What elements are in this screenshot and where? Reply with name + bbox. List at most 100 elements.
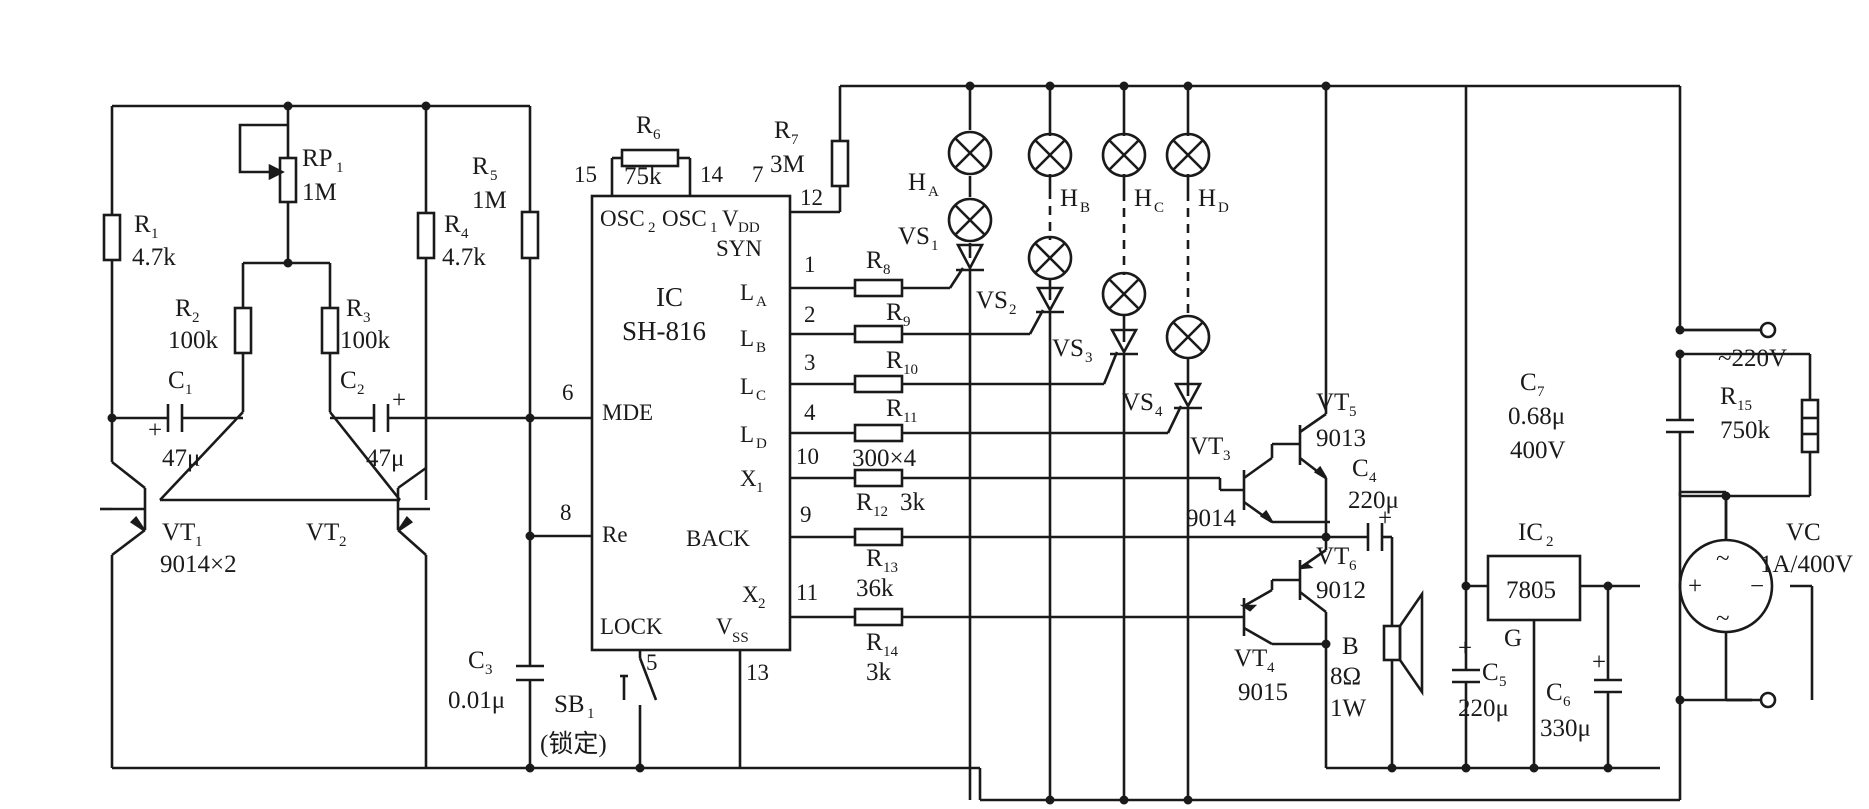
- resistor-r13: R 13 36k: [853, 527, 904, 602]
- svg-text:1: 1: [185, 382, 193, 398]
- svg-text:C: C: [468, 647, 485, 674]
- svg-text:IC: IC: [1518, 519, 1543, 546]
- resistor-r4: R 4 4.7k: [416, 211, 486, 271]
- pin-x1-label: X: [740, 466, 757, 491]
- pin-vdd-label: V: [722, 206, 739, 231]
- capacitor-c1: + C 1 47μ: [148, 367, 200, 472]
- pin-x2-num: 11: [796, 580, 818, 605]
- svg-text:2: 2: [1009, 302, 1017, 318]
- svg-text:47μ: 47μ: [366, 445, 404, 472]
- svg-text:B: B: [1080, 200, 1090, 216]
- resistor-r6: R 6 75k: [620, 112, 680, 190]
- svg-text:+: +: [1592, 649, 1606, 676]
- svg-text:R: R: [636, 112, 653, 139]
- svg-text:5: 5: [1499, 674, 1507, 690]
- pin-x2-label: X: [742, 582, 759, 607]
- resistor-r5: R 5 1M: [472, 153, 540, 260]
- capacitor-c2: + C 2 47μ: [340, 367, 406, 472]
- resistor-r3: R 3 100k: [320, 295, 391, 355]
- pin-lc-num: 3: [804, 350, 816, 375]
- pin-x1-num: 10: [796, 444, 819, 469]
- capacitor-c6: + C 6 330μ: [1540, 649, 1622, 742]
- lamp-ha: H A: [908, 130, 993, 243]
- pin-re-label: Re: [602, 522, 628, 547]
- pin-vdd-num: 7: [752, 162, 764, 187]
- svg-text:R: R: [866, 247, 883, 274]
- svg-text:47μ: 47μ: [162, 445, 200, 472]
- pin-lb-sub: B: [756, 340, 766, 356]
- svg-text:R: R: [444, 211, 461, 238]
- svg-text:1W: 1W: [1330, 695, 1367, 722]
- pin-osc2-sub: 2: [648, 220, 656, 236]
- svg-text:0.01μ: 0.01μ: [448, 687, 505, 714]
- svg-text:3: 3: [1223, 448, 1231, 464]
- lamp-hb: H B: [1027, 132, 1090, 281]
- svg-text:R: R: [472, 153, 489, 180]
- svg-text:7805: 7805: [1506, 577, 1556, 604]
- resistor-r2: R 2 100k: [168, 295, 253, 355]
- svg-text:6: 6: [653, 127, 661, 143]
- svg-text:VC: VC: [1786, 519, 1821, 546]
- svg-text:8Ω: 8Ω: [1330, 663, 1361, 690]
- pin-vss-label: V: [716, 614, 733, 639]
- thyristor-vs4: VS 4: [1122, 382, 1203, 420]
- svg-text:2: 2: [1546, 534, 1554, 550]
- svg-text:R: R: [866, 629, 883, 656]
- svg-text:1: 1: [195, 534, 203, 550]
- svg-text:D: D: [1218, 200, 1229, 216]
- resistor-r11: R 11 300×4: [852, 395, 917, 472]
- svg-text:4: 4: [461, 226, 469, 242]
- svg-text:VT: VT: [306, 519, 339, 546]
- pin-re-num: 8: [560, 500, 572, 525]
- svg-text:300×4: 300×4: [852, 445, 917, 472]
- svg-text:VS: VS: [898, 223, 930, 250]
- svg-text:4: 4: [1369, 470, 1377, 486]
- svg-text:4.7k: 4.7k: [132, 244, 176, 271]
- pin-osc1-sub: 1: [710, 220, 718, 236]
- svg-text:13: 13: [883, 560, 898, 576]
- pin-osc2-label: OSC: [600, 206, 645, 231]
- ic1-chip: IC SH-816 OSC 2 OSC 1 V DD SYN 15 14 7 1…: [560, 162, 823, 685]
- transistor-vt1: VT 1 9014×2: [100, 488, 237, 578]
- svg-text:15: 15: [1737, 398, 1752, 414]
- pin-vss-sub: SS: [732, 630, 749, 646]
- transistor-vt2: VT 2: [306, 488, 430, 550]
- svg-text:9012: 9012: [1316, 577, 1366, 604]
- svg-text:VS: VS: [976, 287, 1008, 314]
- resistor-r10: R 10: [853, 347, 918, 394]
- svg-text:R: R: [856, 489, 873, 516]
- svg-text:−: −: [1750, 573, 1764, 600]
- resistor-rp1: RP 1 1M: [268, 145, 344, 206]
- resistor-r12: R 12 3k: [853, 468, 926, 520]
- svg-text:9015: 9015: [1238, 679, 1288, 706]
- capacitor-c5: + C 5 220μ: [1452, 635, 1509, 722]
- pin-la-label: L: [740, 280, 754, 305]
- mains-terminals: [1680, 321, 1777, 709]
- svg-text:9014: 9014: [1186, 505, 1237, 532]
- svg-text:2: 2: [357, 382, 365, 398]
- svg-text:12: 12: [873, 504, 888, 520]
- svg-text:330μ: 330μ: [1540, 715, 1591, 742]
- svg-text:400V: 400V: [1510, 437, 1566, 464]
- resistor-r7: R 7 3M: [770, 117, 850, 188]
- pin-x2-sub: 2: [758, 596, 766, 612]
- pin-lc-sub: C: [756, 388, 766, 404]
- svg-text:4: 4: [1267, 660, 1275, 676]
- svg-text:VT: VT: [1316, 543, 1349, 570]
- svg-text:R: R: [134, 211, 151, 238]
- svg-text:14: 14: [883, 644, 899, 660]
- capacitor-c3: C 3 0.01μ: [448, 647, 544, 714]
- lamp-hd: H D: [1165, 132, 1229, 360]
- svg-text:75k: 75k: [624, 163, 662, 190]
- svg-text:220μ: 220μ: [1348, 487, 1399, 514]
- svg-text:~: ~: [1716, 545, 1730, 572]
- pin-lc-label: L: [740, 374, 754, 399]
- svg-text:11: 11: [903, 410, 917, 426]
- svg-text:+: +: [1378, 505, 1392, 532]
- thyristor-vs2: VS 2: [976, 286, 1065, 318]
- svg-text:100k: 100k: [168, 327, 219, 354]
- svg-text:VT: VT: [1234, 645, 1267, 672]
- svg-text:4.7k: 4.7k: [442, 244, 486, 271]
- svg-text:R: R: [774, 117, 791, 144]
